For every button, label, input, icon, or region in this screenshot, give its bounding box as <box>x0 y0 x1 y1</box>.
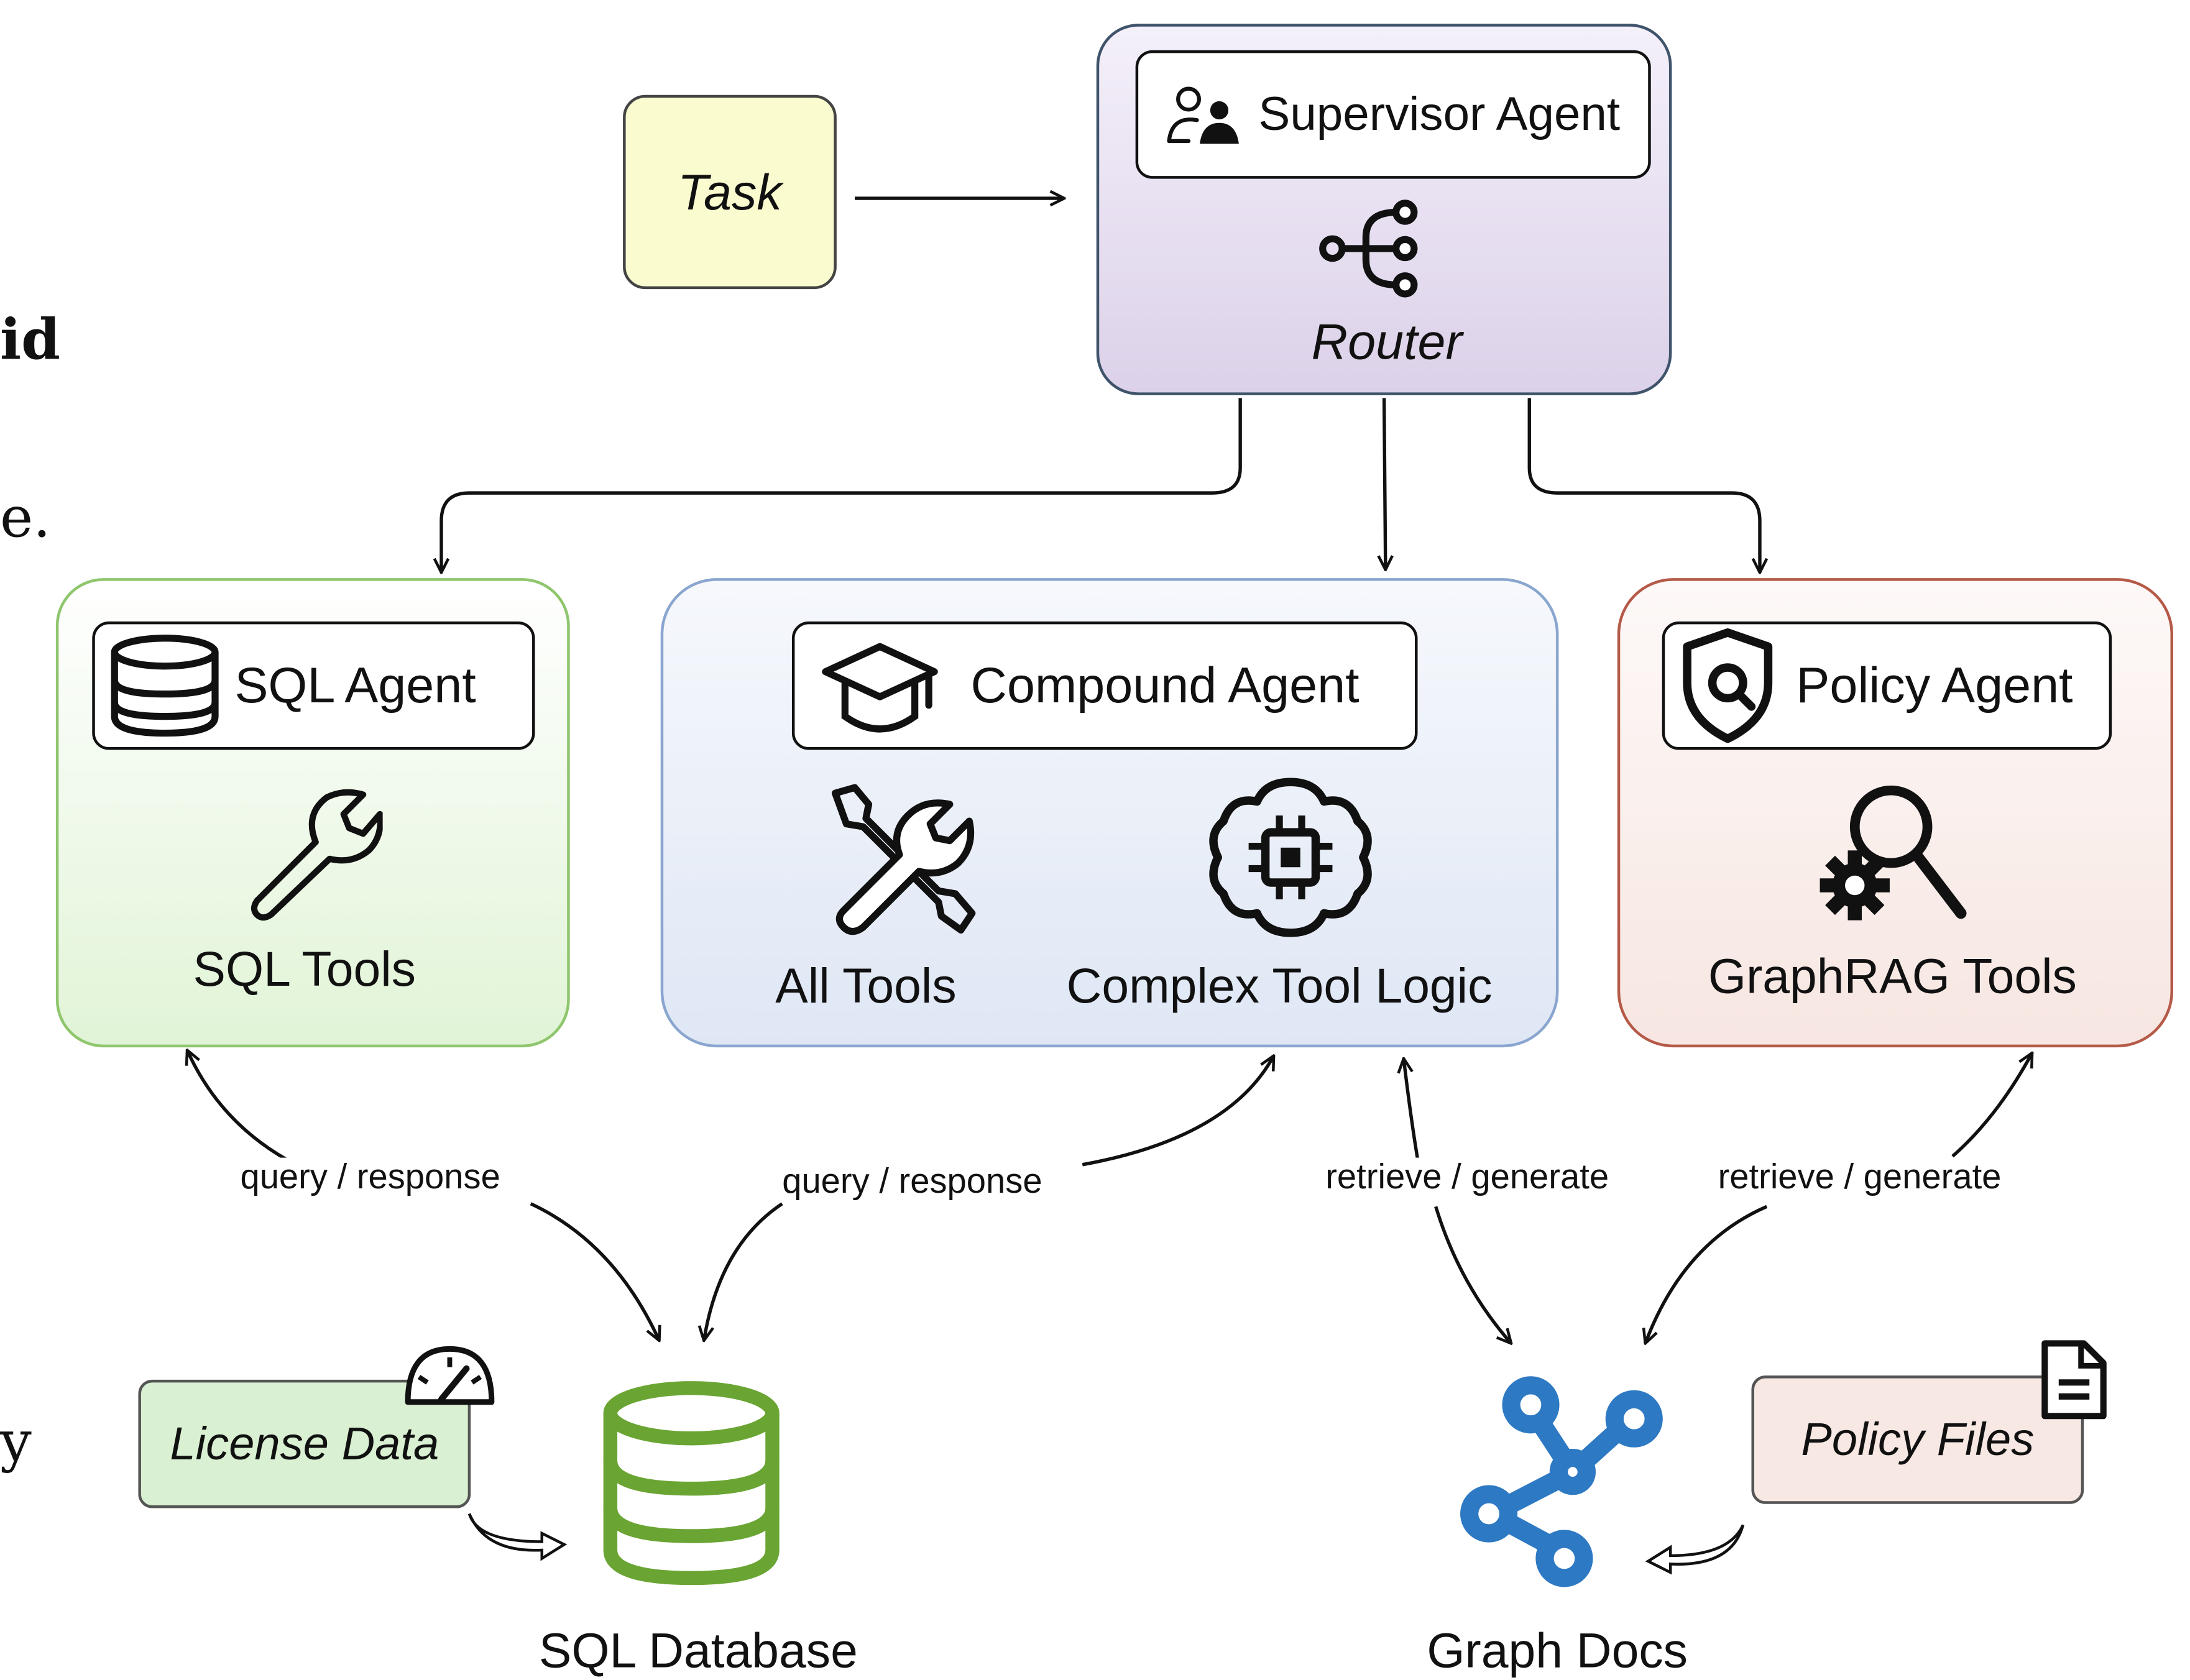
compound-agent-header: Compound Agent <box>791 621 1418 750</box>
wrench-icon <box>251 789 383 921</box>
graduation-cap-icon <box>822 643 938 733</box>
supervisor-to-sql-arrow <box>441 398 1242 572</box>
all-tools-label: All Tools <box>775 959 957 1014</box>
page-fragment-2: e. <box>0 485 51 551</box>
tools-icon <box>831 784 976 935</box>
license-to-db-arrow <box>467 1513 568 1561</box>
database-icon <box>111 635 219 737</box>
supervisor-to-policy-arrow <box>1527 398 1760 572</box>
user-group-icon <box>1167 86 1239 144</box>
graph-network-icon <box>1460 1376 1663 1587</box>
task-label: Task <box>678 162 782 220</box>
sql-tools-label: SQL Tools <box>193 942 416 998</box>
compound-agent-title: Compound Agent <box>970 656 1360 714</box>
gear-search-icon <box>1820 785 1967 920</box>
policy-agent-title: Policy Agent <box>1796 656 2073 714</box>
policy-agent-header: Policy Agent <box>1662 621 2112 750</box>
page-fragment-3: y <box>0 1410 32 1475</box>
shield-search-icon <box>1683 628 1773 743</box>
sql-agent-header: SQL Agent <box>92 621 535 750</box>
policy-graph-label: retrieve / generate <box>1712 1157 2007 1198</box>
gauge-icon <box>405 1346 495 1405</box>
supervisor-to-compound-arrow <box>1384 398 1386 569</box>
graphrag-tools-label: GraphRAG Tools <box>1708 949 2077 1004</box>
page-fragment-1: id <box>0 307 60 373</box>
sql-agent-db-label: query / response <box>234 1157 506 1198</box>
graph-docs-label: Graph Docs <box>1427 1624 1688 1679</box>
document-icon <box>2041 1340 2107 1420</box>
policy-files-label: Policy Files <box>1801 1413 2035 1465</box>
sql-database-icon <box>603 1381 780 1586</box>
sql-database-label: SQL Database <box>538 1624 858 1679</box>
compound-db-label: query / response <box>776 1162 1048 1203</box>
compound-graph-link <box>1404 1058 1511 1343</box>
task-node: Task <box>623 94 837 290</box>
sql-agent-title: SQL Agent <box>234 656 476 714</box>
license-data-label: License Data <box>170 1417 439 1469</box>
router-icon <box>1319 200 1418 298</box>
supervisor-header: Supervisor Agent <box>1135 50 1651 179</box>
compound-graph-label: retrieve / generate <box>1320 1157 1615 1198</box>
policy-files-node: Policy Files <box>1751 1375 2084 1504</box>
complex-tool-logic-label: Complex Tool Logic <box>1066 959 1493 1014</box>
ai-chip-icon <box>1209 778 1372 937</box>
router-label: Router <box>1311 313 1463 370</box>
supervisor-title: Supervisor Agent <box>1258 87 1621 140</box>
